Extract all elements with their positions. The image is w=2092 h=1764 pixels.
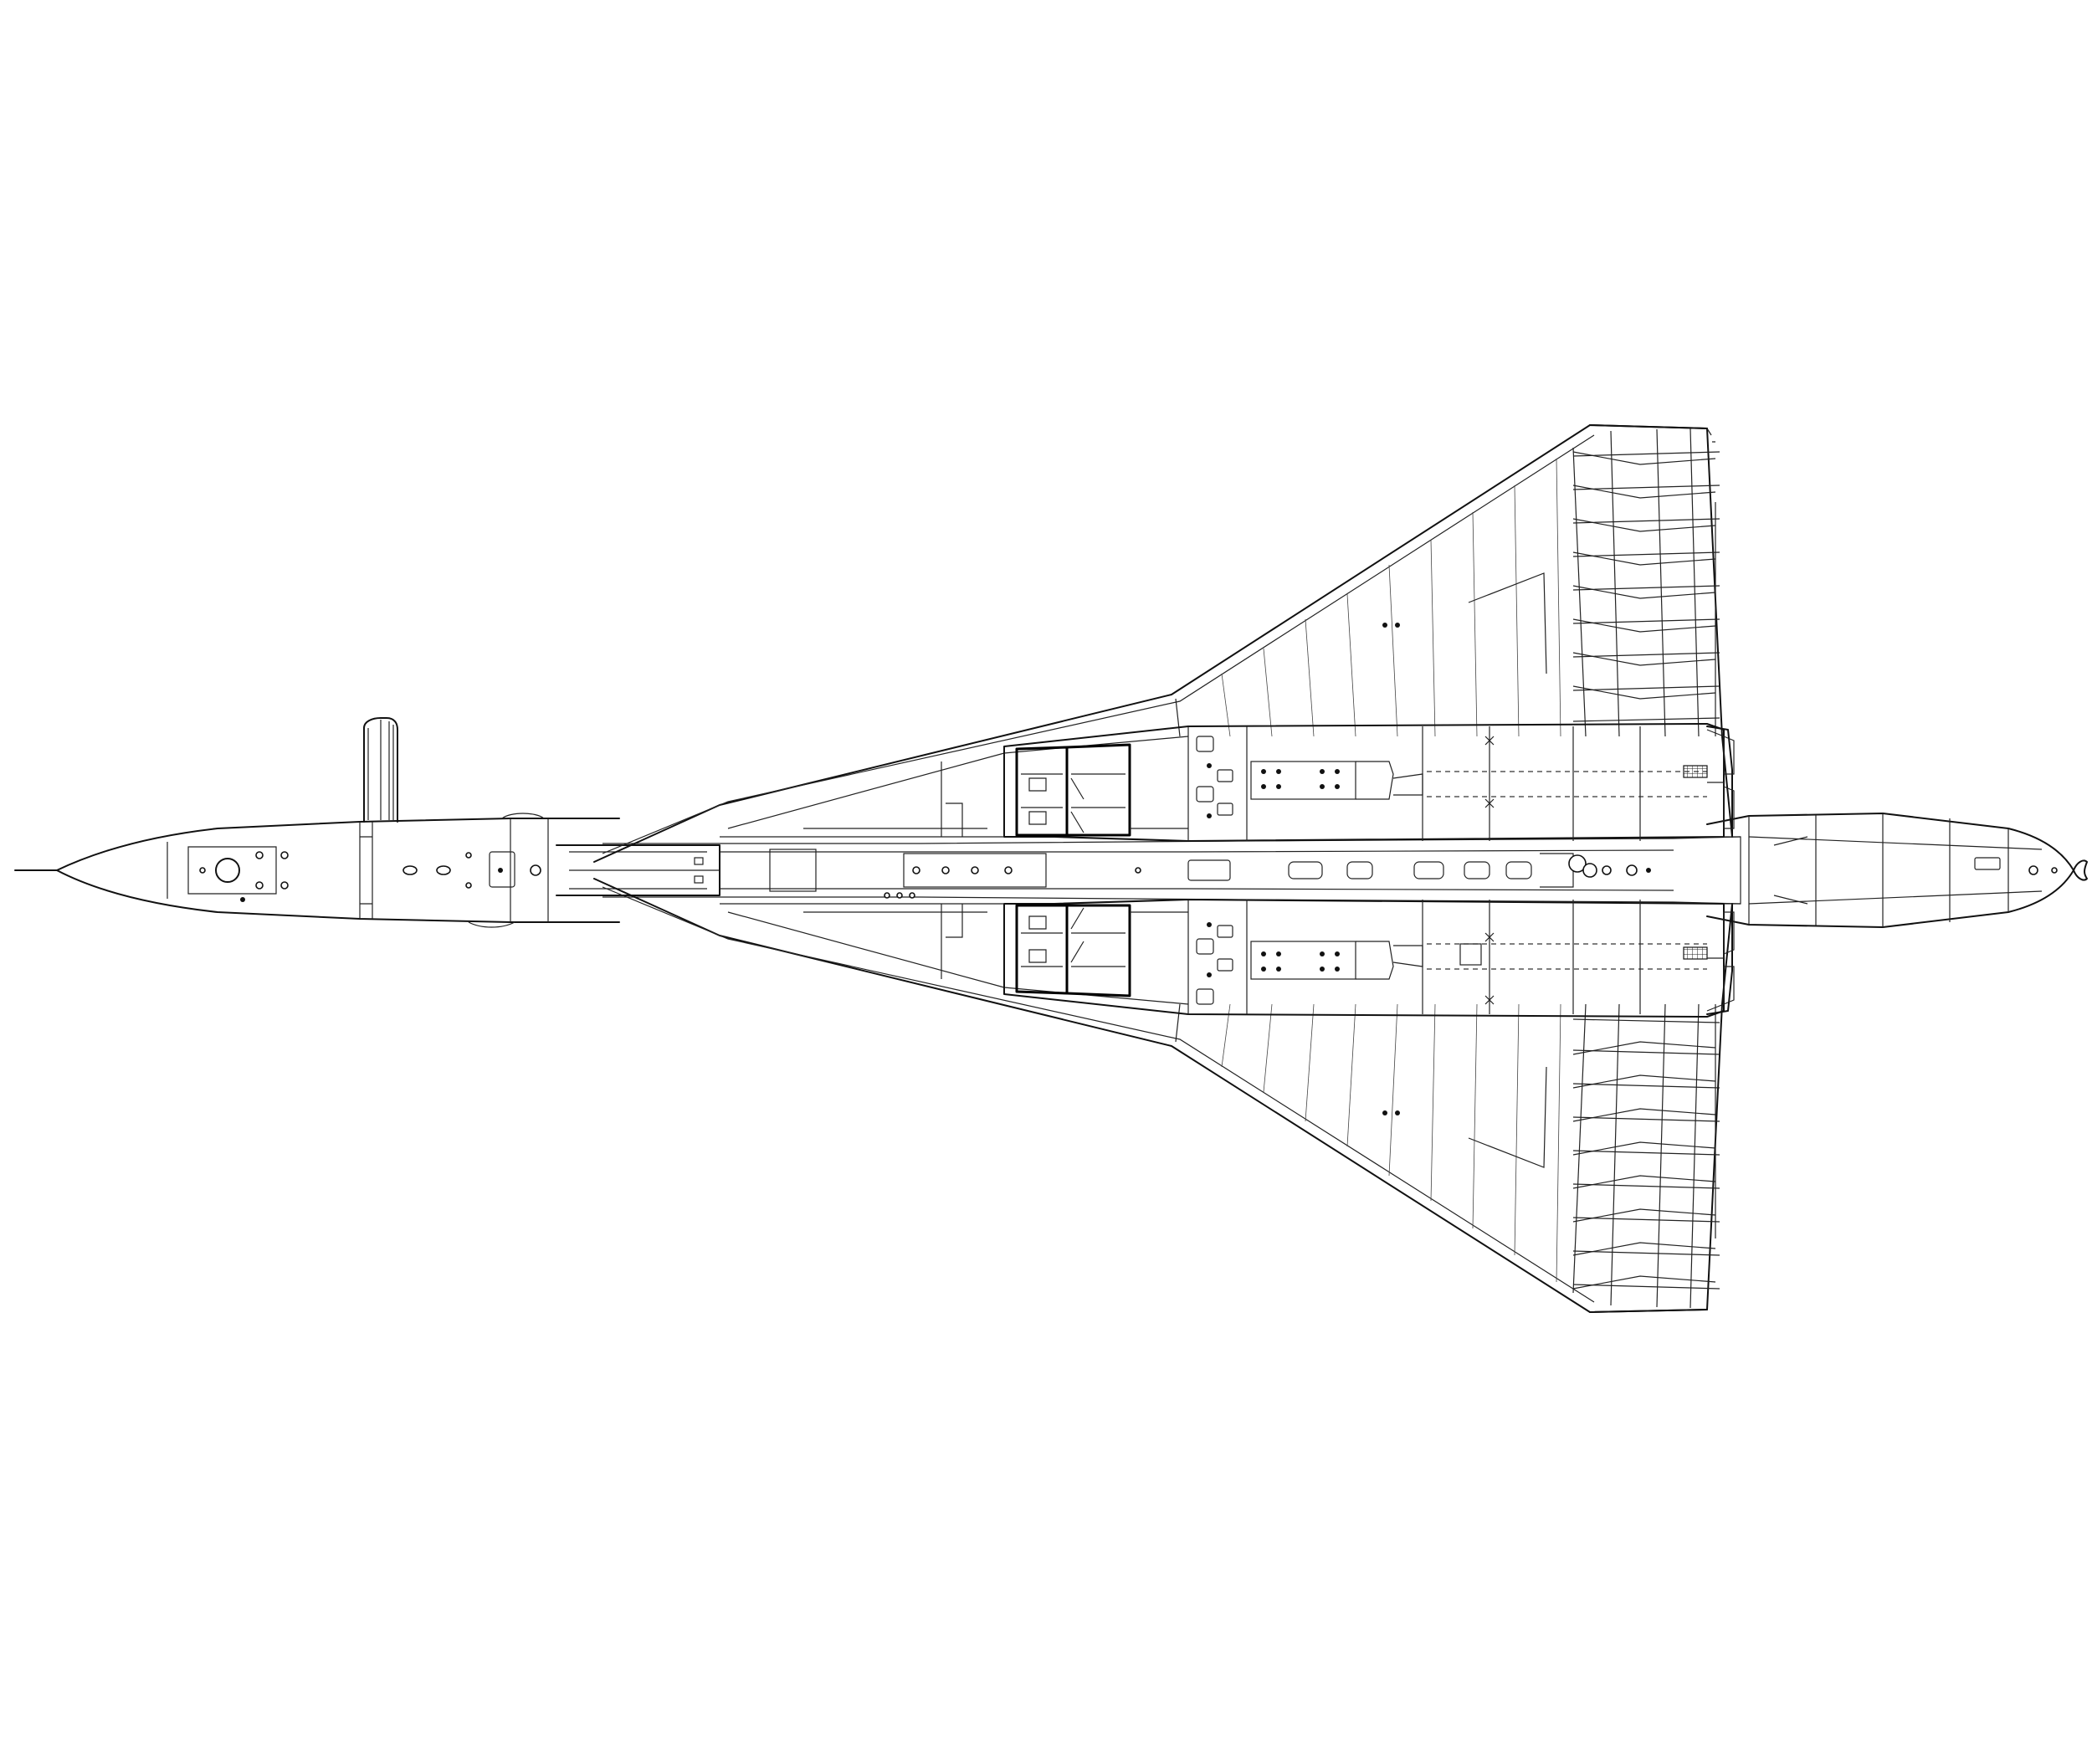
upper-wing — [593, 424, 1733, 863]
lower-engine-nacelle — [1003, 899, 1735, 1018]
upper-elevons — [1572, 424, 1720, 737]
upper-engine-nacelle — [1003, 723, 1735, 842]
nose-gear-bay — [187, 846, 277, 895]
lower-wing-outline — [593, 878, 1733, 1313]
wing-root-fairing — [720, 828, 1741, 913]
lower-exhaust — [1706, 903, 1733, 1015]
upper-wing-outline — [593, 424, 1733, 863]
lower-wing — [593, 878, 1733, 1313]
ventral-probe — [363, 717, 398, 823]
nose-cone — [56, 818, 620, 923]
tail-cone — [1706, 813, 2074, 928]
lower-elevons — [1572, 1003, 1720, 1313]
fuselage — [14, 813, 2088, 928]
lower-intake-right — [1066, 904, 1131, 997]
lower-wing-ribs — [1221, 1003, 1587, 1294]
upper-wing-ribs — [1221, 447, 1587, 737]
upper-exhaust — [1706, 726, 1733, 838]
upper-intake-right — [1066, 743, 1131, 837]
